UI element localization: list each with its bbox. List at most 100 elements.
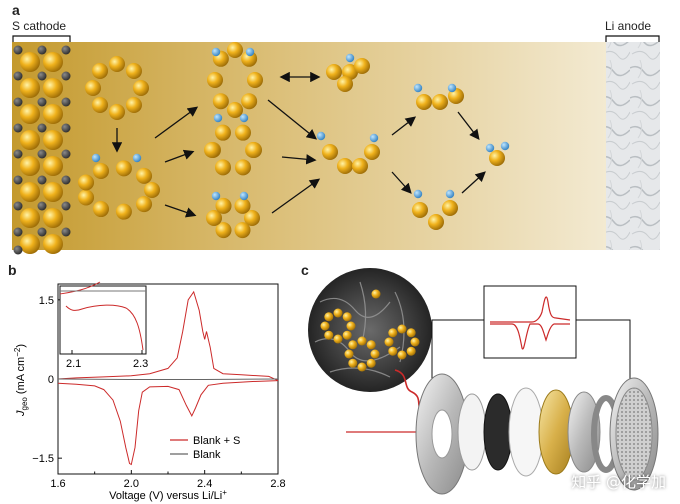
lattice-sulfur-atom	[20, 156, 40, 176]
sem-sulfur-atom	[333, 308, 343, 318]
polysulfide-molecules	[78, 42, 510, 239]
lithium-ion	[132, 153, 142, 163]
arrow-to-li2s-a	[457, 111, 480, 141]
carbon-atom	[13, 71, 23, 81]
sem-sulfur-atom	[371, 289, 381, 299]
sulfur-atom	[109, 104, 125, 120]
connector-right	[576, 319, 631, 380]
li-anode-block	[606, 42, 660, 250]
sem-sulfur-atom	[346, 321, 356, 331]
cathode-lattice	[13, 45, 71, 255]
y-tick-label: 0	[48, 374, 54, 386]
x-tick-label: 2.4	[197, 478, 212, 490]
arrow-to-li2s6-b	[164, 204, 197, 218]
carbon-disk	[483, 393, 513, 471]
lithium-ion	[239, 113, 249, 123]
sulfur-atom	[115, 160, 132, 177]
lithium-ion	[369, 133, 379, 143]
sulfur-atom	[337, 76, 353, 92]
lithium-ion	[213, 113, 223, 123]
sulfur-atom	[92, 96, 109, 113]
lattice-sulfur-atom	[43, 182, 63, 202]
carbon-atom	[37, 201, 47, 211]
lithium-ion	[211, 191, 221, 201]
carbon-atom	[61, 97, 71, 107]
xlabel-text: Voltage (V) versus Li/Li	[109, 490, 222, 502]
sulfur-atom	[227, 42, 243, 58]
reaction-arrows	[111, 71, 486, 218]
sem-sulfur-atom	[342, 330, 352, 340]
carbon-atom	[61, 201, 71, 211]
lattice-sulfur-atom	[20, 104, 40, 124]
ylabel-j: J	[15, 410, 27, 417]
sulfur-atom	[442, 200, 458, 216]
lattice-sulfur-atom	[43, 104, 63, 124]
ylabel-close: )	[15, 344, 27, 348]
carbon-atom	[61, 123, 71, 133]
sulfur-atom	[93, 201, 109, 218]
lattice-sulfur-atom	[20, 208, 40, 228]
sem-sulfur-atom	[324, 330, 334, 340]
carbon-atom	[13, 123, 23, 133]
series-line-1	[57, 378, 279, 380]
arrow-to-li2s8	[154, 106, 199, 139]
anode-mesh	[615, 387, 653, 481]
y-tick-label: −1.5	[32, 453, 54, 465]
sem-sulfur-atom	[366, 340, 376, 350]
sulfur-atom	[204, 142, 220, 158]
arrow-to-li2s4-a	[267, 99, 318, 140]
sulfur-atom	[115, 203, 132, 220]
connector-left	[431, 319, 484, 380]
panel-b-label: b	[8, 262, 17, 278]
lattice-sulfur-atom	[20, 130, 40, 150]
ylabel-exp: −2	[13, 347, 22, 357]
sulfur-atom	[246, 142, 262, 158]
sulfur-atom	[234, 197, 251, 214]
sulfur-atom	[125, 96, 142, 113]
sem-sulfur-atom	[348, 340, 358, 350]
inset-frame	[59, 285, 147, 355]
sem-sulfur-atom	[344, 349, 354, 359]
anode-bracket	[605, 35, 660, 42]
y-axis-label: Jgeo (mA cm−2)	[13, 344, 29, 417]
sem-sulfur-atom	[348, 358, 358, 368]
lattice-sulfur-atom	[43, 130, 63, 150]
svg-text:Jgeo (mA cm−2): Jgeo (mA cm−2)	[13, 344, 29, 417]
cv-inset-curve	[490, 296, 571, 350]
sem-sulfur-atom	[397, 350, 407, 360]
lithium-ion	[345, 53, 355, 63]
sem-sulfur-atom	[370, 349, 380, 359]
lattice-sulfur-atom	[43, 78, 63, 98]
sulfur-atom	[78, 174, 95, 191]
carbon-atom	[37, 175, 47, 185]
carbon-atom	[37, 71, 47, 81]
sem-sulfur-atom	[320, 321, 330, 331]
inset-red-top	[59, 281, 101, 295]
cv-series-group	[57, 290, 279, 466]
lattice-sulfur-atom	[43, 234, 63, 254]
sulfur-atom	[235, 124, 251, 141]
inset-x-tick-label-0: 2.1	[66, 358, 81, 370]
carbon-atom	[13, 149, 23, 159]
sulfur-atom	[136, 196, 153, 213]
arrow-to-li2s6	[164, 149, 195, 163]
sulfur-atom	[489, 150, 505, 166]
spacer	[567, 391, 601, 473]
sulfur-atom	[92, 63, 109, 80]
lithium-ion	[316, 131, 326, 141]
ylabel-sub: geo	[20, 397, 29, 411]
sulfur-atom	[244, 210, 260, 226]
sulfur-atom	[412, 202, 428, 218]
sulfur-atom	[227, 102, 243, 118]
cell-assembly-illustration	[308, 268, 659, 495]
sulfur-atom	[432, 94, 448, 110]
lattice-sulfur-atom	[43, 156, 63, 176]
x-axis-label: Voltage (V) versus Li/Li+	[109, 488, 227, 502]
sem-sulfur-atom	[388, 328, 398, 338]
carbon-atom	[61, 45, 71, 55]
carbon-atom	[61, 149, 71, 159]
xlabel-sup: +	[222, 488, 227, 497]
sulfur-atom	[235, 159, 251, 176]
sulfur-atom	[364, 144, 380, 160]
